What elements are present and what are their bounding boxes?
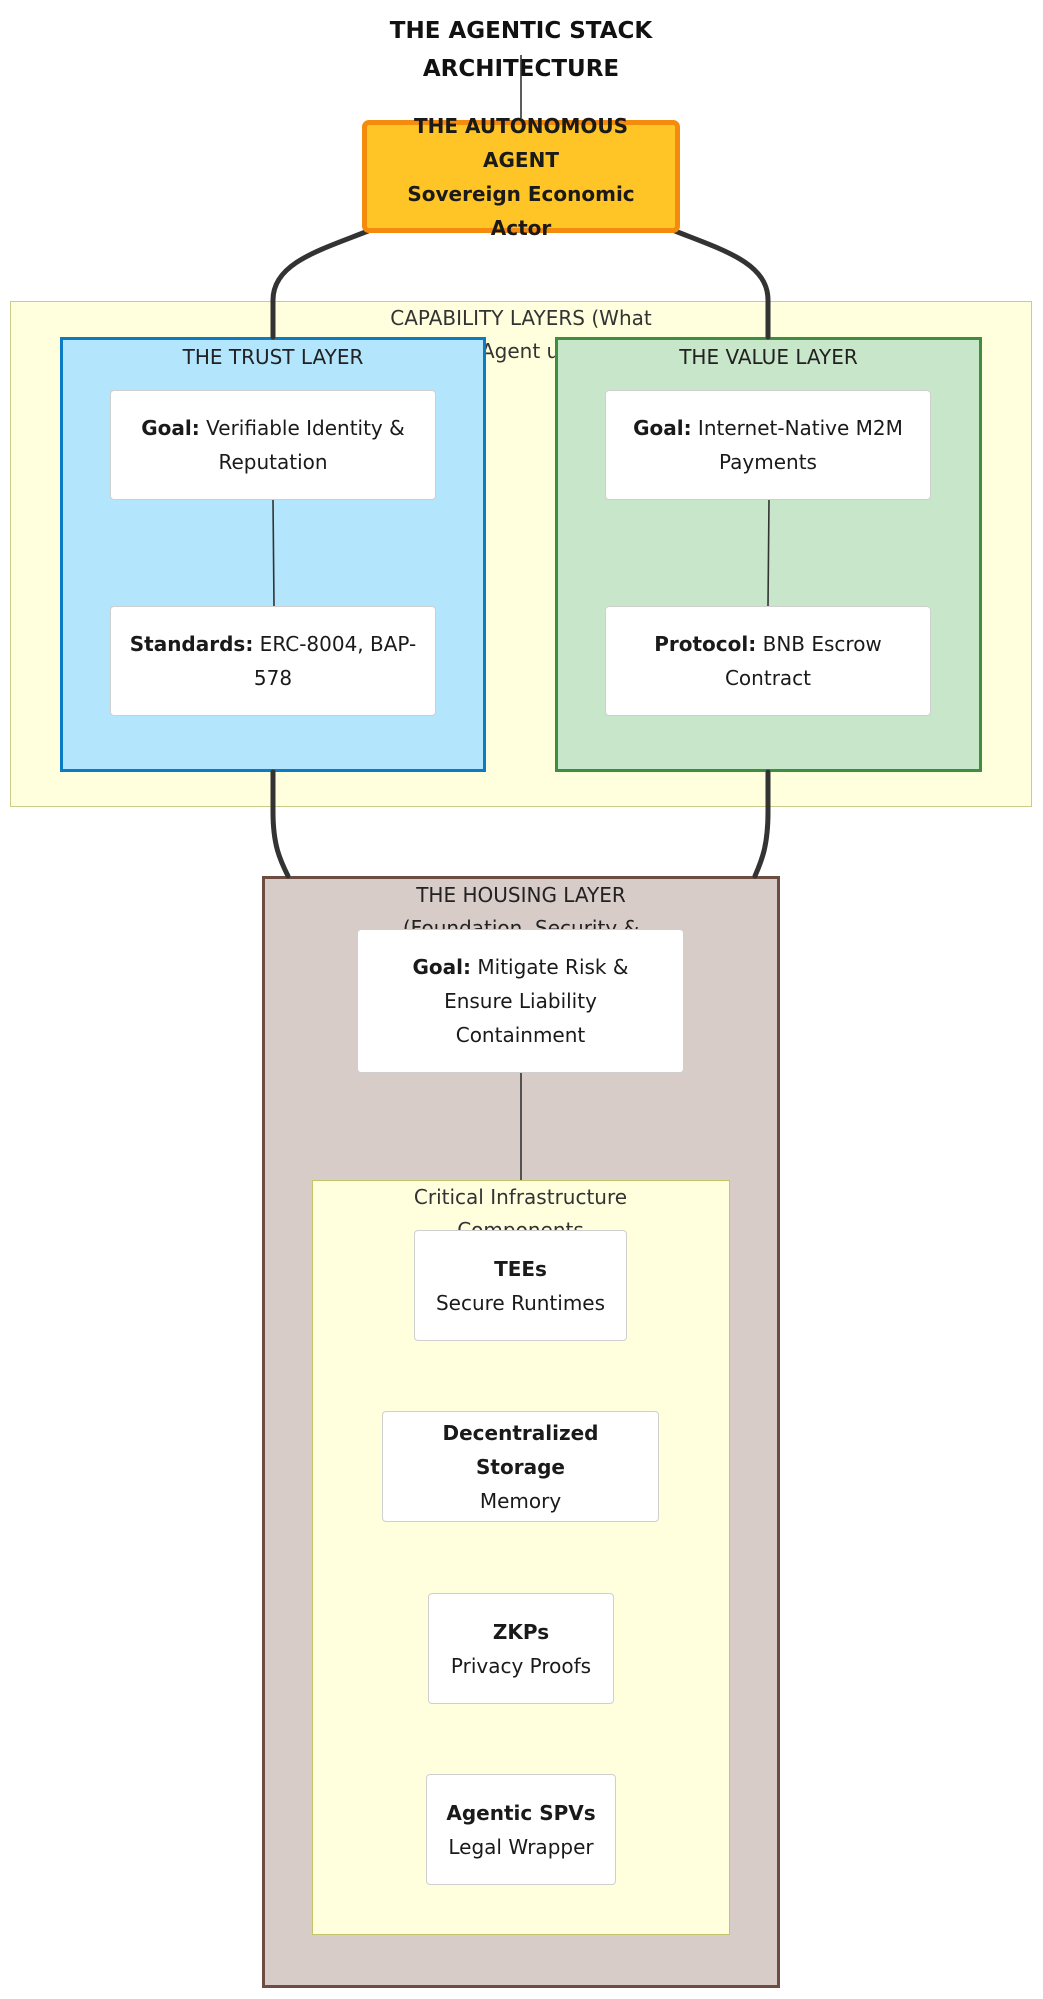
infra-item-name: TEEs bbox=[494, 1256, 547, 1281]
housing-goal-text: Mitigate Risk & Ensure Liability Contain… bbox=[444, 955, 629, 1047]
value-protocol-text: BNB Escrow Contract bbox=[724, 632, 882, 690]
trust-goal-text: Verifiable Identity & Reputation bbox=[199, 416, 405, 474]
value-layer-label: THE VALUE LAYER bbox=[679, 345, 858, 369]
housing-goal-node[interactable]: Goal: Mitigate Risk & Ensure Liability C… bbox=[357, 929, 684, 1073]
agent-title: THE AUTONOMOUS AGENT bbox=[413, 113, 629, 172]
infra-item-desc: Memory bbox=[479, 1488, 562, 1513]
infra-item-desc: Secure Runtimes bbox=[435, 1290, 606, 1315]
agent-subtitle: Sovereign Economic Actor bbox=[407, 181, 635, 240]
infra-item-tees[interactable]: TEEs Secure Runtimes bbox=[414, 1230, 627, 1341]
housing-goal-key: Goal: bbox=[412, 955, 472, 979]
infra-item-desc: Legal Wrapper bbox=[448, 1834, 594, 1859]
value-goal-node[interactable]: Goal: Internet-Native M2M Payments bbox=[605, 390, 931, 500]
infrastructure-label: Critical Infrastructure Components bbox=[413, 1185, 628, 1237]
infra-item-name: Decentralized Storage bbox=[442, 1420, 599, 1479]
trust-goal-key: Goal: bbox=[141, 416, 200, 440]
value-protocol-key: Protocol: bbox=[654, 632, 757, 656]
infra-item-name: Agentic SPVs bbox=[446, 1800, 596, 1825]
diagram-title-line2: ARCHITECTURE bbox=[422, 56, 620, 82]
diagram-title-line1: THE AGENTIC STACK bbox=[389, 18, 653, 44]
value-goal-text: Internet-Native M2M Payments bbox=[691, 416, 903, 474]
infra-item-zkps[interactable]: ZKPs Privacy Proofs bbox=[428, 1593, 614, 1704]
trust-standards-key: Standards: bbox=[129, 632, 254, 656]
diagram-title: THE AGENTIC STACK ARCHITECTURE bbox=[321, 12, 721, 88]
autonomous-agent-node[interactable]: THE AUTONOMOUS AGENT Sovereign Economic … bbox=[362, 114, 680, 240]
infra-item-agentic-spvs[interactable]: Agentic SPVs Legal Wrapper bbox=[426, 1774, 616, 1885]
infra-item-name: ZKPs bbox=[492, 1619, 550, 1644]
value-protocol-node[interactable]: Protocol: BNB Escrow Contract bbox=[605, 606, 931, 716]
trust-goal-node[interactable]: Goal: Verifiable Identity & Reputation bbox=[110, 390, 436, 500]
trust-layer-label: THE TRUST LAYER bbox=[182, 345, 364, 369]
trust-standards-node[interactable]: Standards: ERC-8004, BAP-578 bbox=[110, 606, 436, 716]
trust-standards-text: ERC-8004, BAP-578 bbox=[253, 632, 417, 690]
infra-item-desc: Privacy Proofs bbox=[450, 1653, 592, 1678]
value-goal-key: Goal: bbox=[633, 416, 692, 440]
infra-item-decentralized-storage[interactable]: Decentralized Storage Memory bbox=[382, 1411, 659, 1522]
